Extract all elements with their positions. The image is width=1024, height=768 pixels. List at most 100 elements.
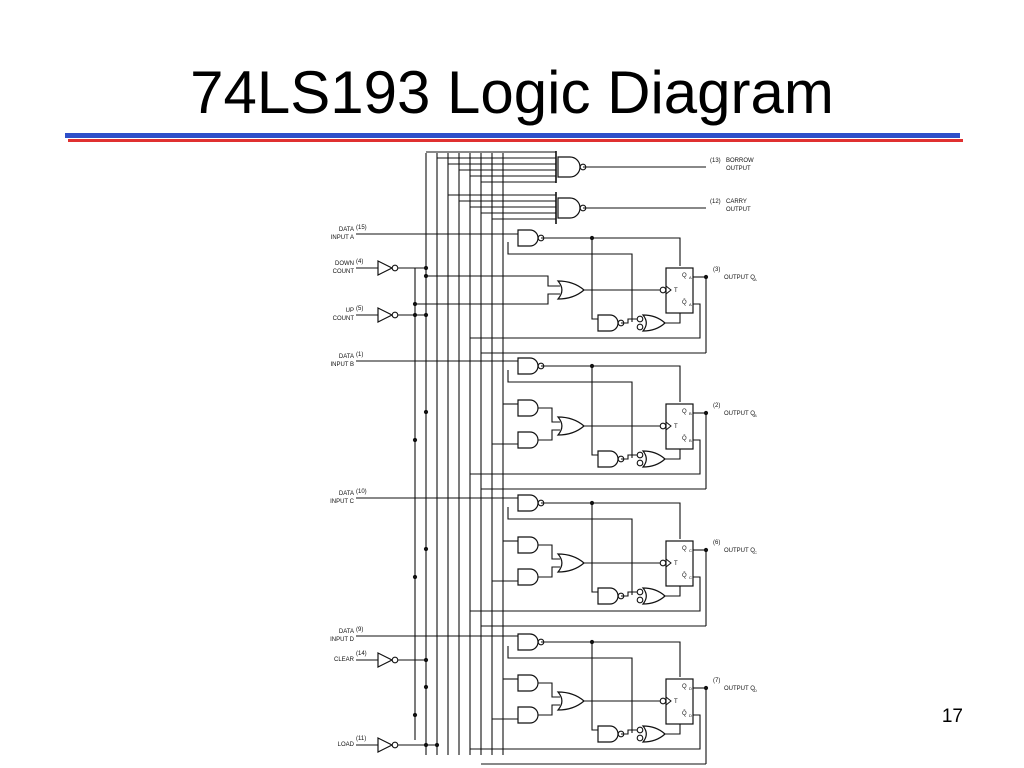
stage-4-output-label: OUTPUT Q <box>724 686 755 692</box>
stage-4-data-nand <box>517 633 539 651</box>
data-b-input-label: DATA <box>339 354 354 360</box>
stage-qbar-feedback-wire <box>470 576 701 612</box>
stage-3-down-and <box>517 568 539 586</box>
stage-qbar-feedback-wire <box>470 439 701 475</box>
flipflop-qbar-subscript: C <box>689 575 692 580</box>
inversion-bubble <box>391 264 399 272</box>
stage-clear-wire <box>665 313 681 324</box>
borrow-pin-label: (13) <box>710 158 721 164</box>
borrow-gate <box>557 156 581 178</box>
down-input-label-line2: COUNT <box>333 269 355 275</box>
stage-data-output-wire <box>541 502 681 539</box>
flipflop-q-label: Q <box>682 684 687 690</box>
clear-pin-label: (14) <box>356 651 367 657</box>
title-rule-red <box>68 139 963 142</box>
stage-and-to-or-wire <box>538 682 560 698</box>
stage-and-to-or-wire <box>538 407 560 423</box>
data-c-input-label-line2: INPUT C <box>330 499 355 505</box>
stage-1-output-label: OUTPUT Q <box>724 275 755 281</box>
carry-label-line2: OUTPUT <box>726 207 751 213</box>
stage-3-output-pin: (6) <box>713 540 720 546</box>
down-pin-label: (4) <box>356 259 363 265</box>
junction-dot <box>423 409 429 415</box>
data-d-input-label: DATA <box>339 629 354 635</box>
stage-qbar-feedback-wire <box>470 303 701 339</box>
stage-clear-wire <box>665 724 681 735</box>
junction-dot <box>423 265 429 271</box>
junction-dot <box>423 273 429 279</box>
junction-dot <box>434 742 440 748</box>
stage-or-input-wire <box>415 293 560 305</box>
inversion-bubble <box>636 451 644 459</box>
flipflop-qbar-subscript: D <box>689 713 692 718</box>
carry-gate <box>557 197 581 219</box>
stage-1-preset-nand <box>597 314 619 332</box>
stage-3-data-nand <box>517 494 539 512</box>
stage-2-count-or <box>556 416 585 436</box>
stage-2-down-and <box>517 431 539 449</box>
inversion-bubble <box>636 588 644 596</box>
stage-3-up-and <box>517 536 539 554</box>
stage-data-to-preset-wire <box>591 238 598 320</box>
clock-edge-marker <box>665 421 672 431</box>
data-d-pin-label: (9) <box>356 627 363 633</box>
clear-input-label: CLEAR <box>334 657 355 663</box>
inversion-bubble <box>391 741 399 749</box>
stage-1-output-subscript: A <box>754 277 757 282</box>
slide-title: 74LS193 Logic Diagram <box>190 59 834 126</box>
flipflop-q-label: Q <box>682 409 687 415</box>
flipflop-qbar-label: Q̄ <box>682 572 687 579</box>
stage-data-output-wire <box>541 365 681 402</box>
stage-3-count-or <box>556 553 585 573</box>
clock-edge-marker <box>665 285 672 295</box>
stage-and-to-or-wire <box>538 429 560 441</box>
stage-2-output-label: OUTPUT Q <box>724 411 755 417</box>
stage-clear-wire <box>665 449 681 460</box>
data-b-input-label-line2: INPUT B <box>330 362 354 368</box>
down-inverter <box>377 260 394 276</box>
flipflop-t-label: T <box>674 288 678 294</box>
stage-4-up-and <box>517 674 539 692</box>
stage-data-to-preset-wire <box>591 642 598 731</box>
stage-feedback-wire <box>507 370 633 458</box>
flipflop-qbar-label: Q̄ <box>682 435 687 442</box>
stage-and-to-or-wire <box>538 704 560 716</box>
inversion-bubble <box>659 559 667 567</box>
clock-edge-marker <box>665 558 672 568</box>
clock-edge-marker <box>665 696 672 706</box>
inversion-bubble <box>636 323 644 331</box>
stage-clear-wire <box>665 586 681 597</box>
stage-feedback-wire <box>507 507 633 595</box>
stage-3-output-label: OUTPUT Q <box>724 548 755 554</box>
inversion-bubble <box>659 286 667 294</box>
stage-2-output-subscript: B <box>754 413 757 418</box>
inversion-bubble <box>659 697 667 705</box>
inversion-bubble <box>636 315 644 323</box>
carry-label: CARRY <box>726 199 747 205</box>
stage-preset-wire <box>621 454 637 460</box>
junction-dot <box>423 657 429 663</box>
stage-feedback-wire <box>507 646 633 733</box>
stage-data-output-wire <box>541 641 681 677</box>
data-c-input-label: DATA <box>339 491 354 497</box>
stage-or-input-wire <box>426 275 560 287</box>
stage-feedback-wire <box>507 242 633 322</box>
flipflop-t-label: T <box>674 561 678 567</box>
junction-dot <box>412 312 418 318</box>
down-input-label: DOWN <box>335 261 354 267</box>
title-rule-blue <box>65 133 960 138</box>
borrow-label-line2: OUTPUT <box>726 166 751 172</box>
data-a-input-label-line2: INPUT A <box>331 235 354 241</box>
inversion-bubble <box>659 422 667 430</box>
stage-4-output-pin: (7) <box>713 678 720 684</box>
stage-preset-wire <box>621 591 637 597</box>
stage-and-to-or-wire <box>538 544 560 560</box>
data-a-input-label: DATA <box>339 227 354 233</box>
stage-3-preset-nand <box>597 587 619 605</box>
stage-2-data-nand <box>517 357 539 375</box>
stage-3-output-subscript: C <box>754 550 757 555</box>
flipflop-q-subscript: D <box>689 686 692 691</box>
inversion-bubble <box>636 734 644 742</box>
load-input-label: LOAD <box>338 742 355 748</box>
